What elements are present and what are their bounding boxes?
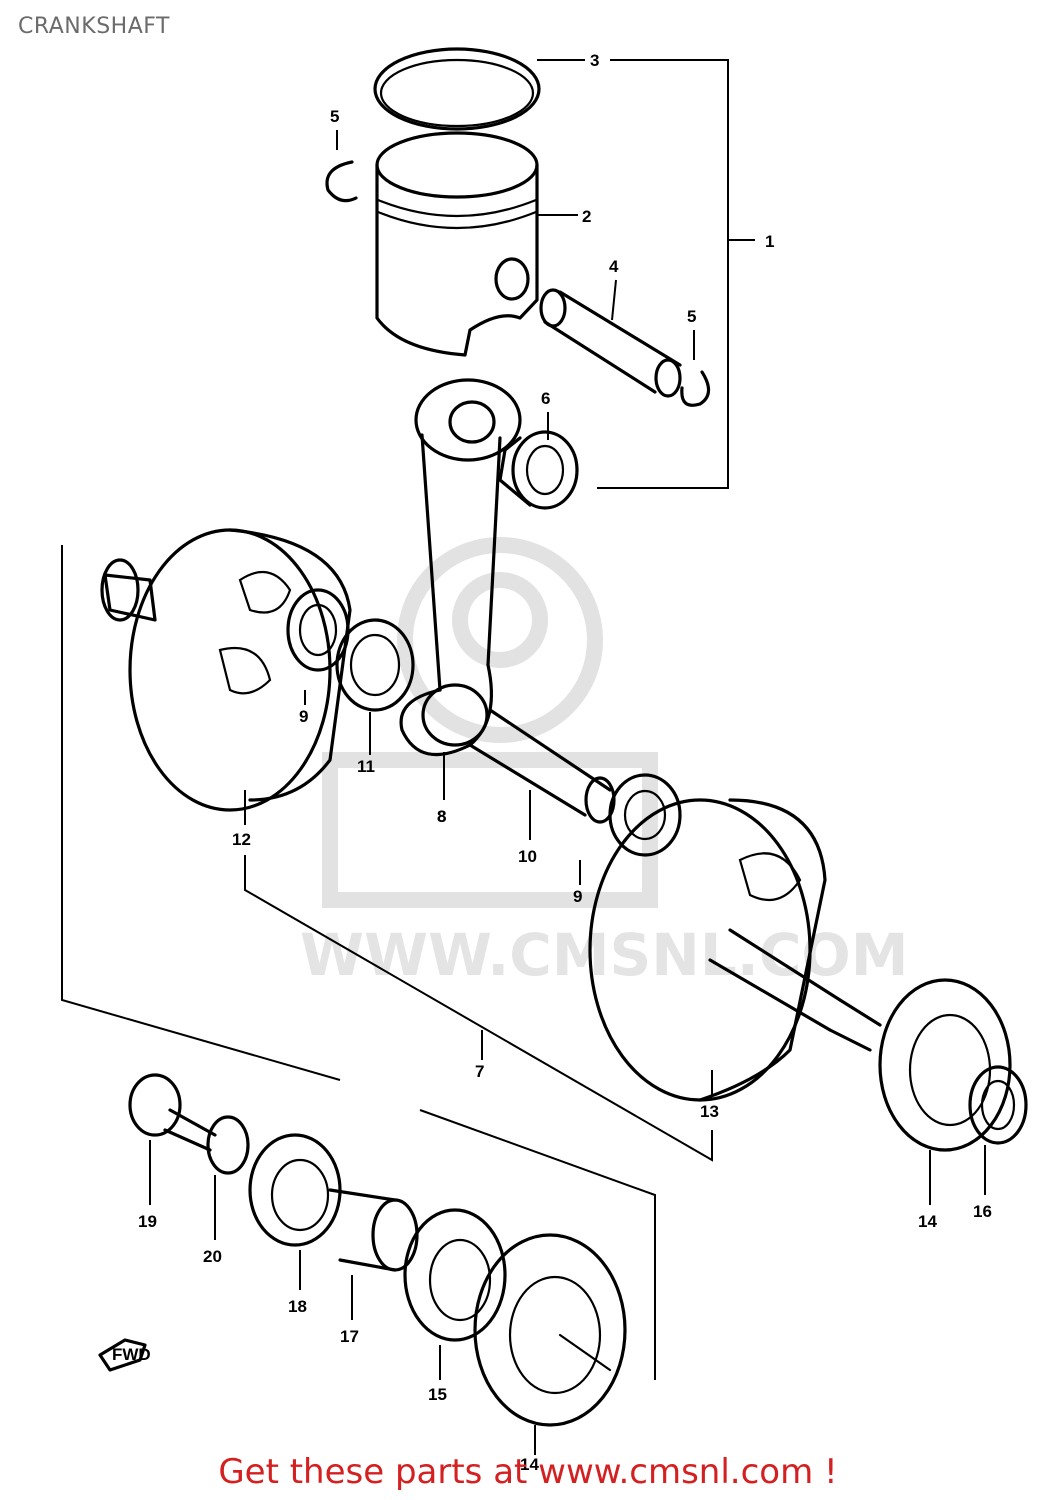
left-bearing-and-seal [286, 588, 415, 712]
part-label: 16 [973, 1202, 992, 1221]
part-label: 1 [765, 232, 774, 251]
right-washer [608, 773, 682, 857]
part-label: 5 [687, 307, 696, 326]
right-crank-web [588, 798, 882, 1102]
left-crank-web [100, 528, 352, 812]
front-marker-text: FWD [112, 1345, 151, 1364]
part-label: 2 [582, 207, 591, 226]
right-bearing-and-seal [878, 978, 1028, 1152]
leader-lines [61, 59, 986, 1455]
part-label: 5 [330, 107, 339, 126]
part-labels: 1 2 3 4 5 5 6 8 9 11 12 8 10 9 7 13 14 1… [138, 51, 992, 1474]
front-marker: FWD [98, 1338, 151, 1372]
part-label: 15 [428, 1385, 447, 1404]
part-label: 10 [518, 847, 537, 866]
part-label: 12 [232, 830, 251, 849]
piston-ring [373, 47, 541, 131]
footer-link-text[interactable]: Get these parts at www.cmsnl.com ! [218, 1452, 838, 1492]
part-label: 18 [288, 1297, 307, 1316]
part-label: 14 [520, 1455, 539, 1474]
part-label: 11 [357, 757, 375, 776]
lower-parts [128, 1073, 627, 1427]
part-label: 9 [299, 707, 308, 726]
part-label: 14 [918, 1212, 937, 1231]
part-label: 20 [203, 1247, 222, 1266]
connecting-rod [399, 378, 522, 757]
part-label: 19 [138, 1212, 157, 1231]
circlips [325, 160, 711, 407]
part-label: 17 [340, 1327, 359, 1346]
part-label: 9 [573, 887, 582, 906]
watermark-text: WWW.CMSNL.COM [300, 921, 908, 989]
part-label: 4 [609, 257, 619, 276]
part-label: 7 [475, 1062, 484, 1081]
watermark: WWW.CMSNL.COM [300, 537, 908, 989]
part-label: 8 [437, 807, 446, 826]
diagram-title: CRANKSHAFT [18, 14, 170, 39]
part-label: 6 [541, 389, 550, 408]
part-label: 3 [590, 51, 599, 70]
small-end-bearing [498, 430, 579, 510]
piston [375, 131, 539, 357]
part-label: 8 [437, 807, 446, 826]
part-label: 13 [700, 1102, 719, 1121]
piston-pin [539, 288, 682, 398]
